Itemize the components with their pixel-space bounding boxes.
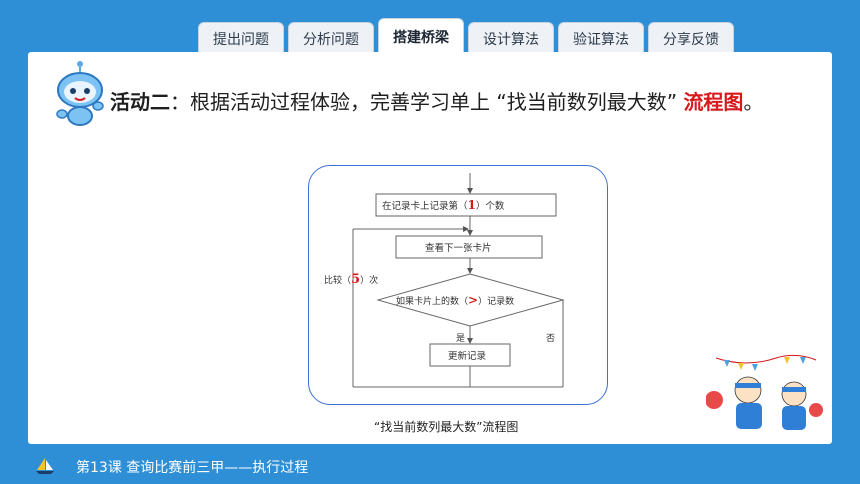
diamond-answer: >: [468, 293, 478, 307]
tab-verify-algorithm[interactable]: 验证算法: [558, 22, 644, 54]
activity-highlight: 流程图: [683, 90, 744, 114]
cheering-kids-illustration: [706, 354, 823, 430]
loop-answer: 5: [351, 272, 360, 287]
no-label: 否: [546, 333, 555, 344]
sailboat-icon: [36, 458, 54, 474]
tab-bar: 提出问题 分析问题 搭建桥梁 设计算法 验证算法 分享反馈: [198, 18, 734, 54]
tab-share-feedback[interactable]: 分享反馈: [648, 22, 734, 54]
box1-text: 在记录卡上记录第（1）个数: [382, 198, 505, 212]
box1-answer: 1: [468, 198, 476, 212]
tab-design-algorithm[interactable]: 设计算法: [468, 22, 554, 54]
flowchart: 在记录卡上记录第（1）个数 查看下一张卡片 如果卡片上的数（>）记录数 是 否 …: [324, 173, 565, 388]
activity-label: 活动二: [110, 90, 170, 114]
box2-text: 查看下一张卡片: [425, 242, 492, 254]
diamond-text: 如果卡片上的数（>）记录数: [396, 293, 514, 307]
activity-title: 活动二：根据活动过程体验，完善学习单上 “找当前数列最大数” 流程图。: [110, 86, 763, 115]
loop-text: 比较（5）次: [324, 272, 378, 287]
tab-build-bridge[interactable]: 搭建桥梁: [378, 18, 464, 54]
robot-mascot-icon: [56, 61, 104, 126]
yes-label: 是: [456, 333, 465, 344]
box3-text: 更新记录: [448, 350, 487, 362]
tab-ask-question[interactable]: 提出问题: [198, 22, 284, 54]
activity-text: ：根据活动过程体验，完善学习单上 “找当前数列最大数”: [170, 90, 684, 114]
flowchart-caption: “找当前数列最大数”流程图: [374, 420, 519, 434]
flowchart-lines: [352, 173, 565, 388]
lesson-title: 第13课 查询比赛前三甲——执行过程: [76, 460, 309, 476]
activity-end: 。: [743, 90, 764, 114]
tab-analyze-question[interactable]: 分析问题: [288, 22, 374, 54]
